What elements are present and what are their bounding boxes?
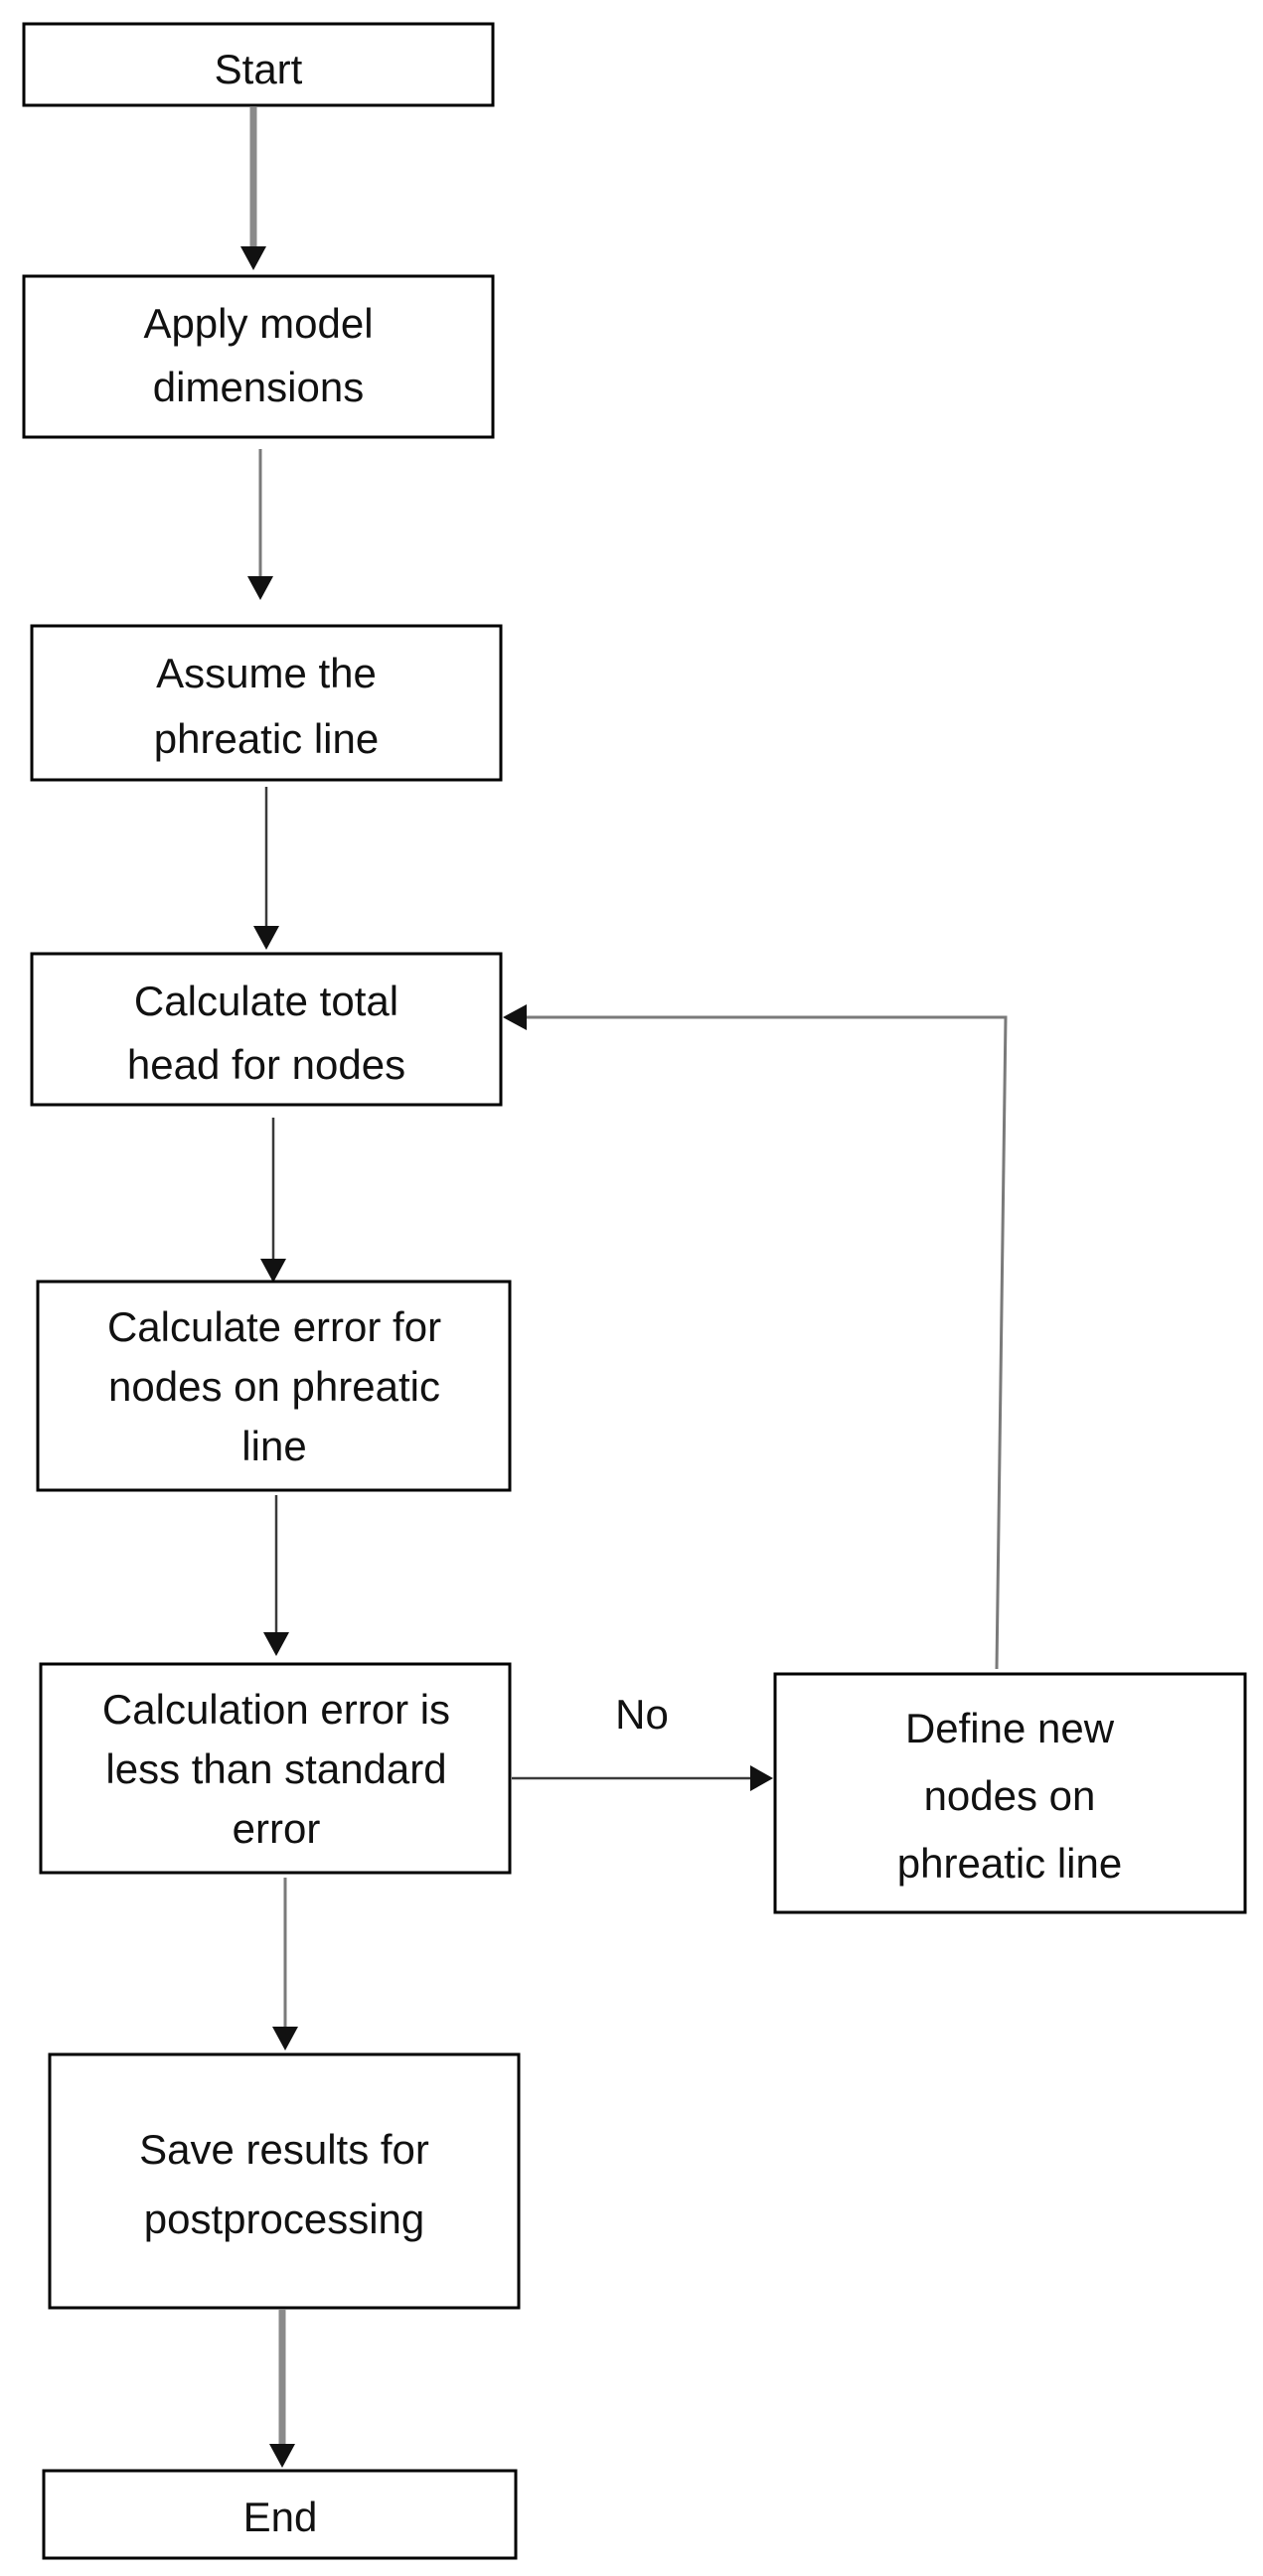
node-assume-phreatic-label-line1: Assume the [156, 650, 377, 696]
edge-label-no: No [615, 1691, 669, 1738]
edge-define-to-head-loop [527, 1015, 1008, 1670]
arrowhead-end [269, 2444, 295, 2468]
connectors [240, 107, 1008, 2468]
node-calc-head-label-line2: head for nodes [127, 1041, 405, 1088]
node-end: End [42, 2469, 518, 2560]
node-assume-phreatic: Assume the phreatic line [30, 624, 503, 782]
node-decision-label-line2: less than standard [105, 1745, 446, 1792]
node-calc-error-label-line1: Calculate error for [107, 1303, 441, 1350]
node-define-nodes-label-line1: Define new [905, 1705, 1115, 1751]
arrowhead-define [750, 1765, 773, 1791]
node-start: Start [22, 22, 495, 107]
arrowhead-apply [240, 246, 266, 270]
arrowhead-loop [503, 1004, 527, 1030]
node-apply-model: Apply model dimensions [22, 274, 495, 439]
node-decision-label-line3: error [233, 1805, 321, 1852]
node-apply-model-label-line1: Apply model [143, 300, 373, 347]
node-apply-model-label-line2: dimensions [153, 364, 364, 410]
node-assume-phreatic-label-line2: phreatic line [154, 715, 379, 762]
node-save-results-label-line1: Save results for [139, 2126, 429, 2173]
node-define-nodes-label-line3: phreatic line [897, 1840, 1122, 1887]
node-end-label: End [243, 2494, 318, 2540]
arrowhead-error [260, 1259, 286, 1283]
node-calc-error-label-line3: line [241, 1423, 306, 1469]
arrowhead-head [253, 926, 279, 950]
node-start-label: Start [215, 46, 303, 92]
node-end-box [42, 2469, 518, 2560]
node-decision: Calculation error is less than standard … [39, 1662, 512, 1875]
node-save-results: Save results for postprocessing [48, 2052, 521, 2310]
node-calc-head: Calculate total head for nodes [30, 952, 503, 1107]
node-calc-error-label-line2: nodes on phreatic [108, 1363, 440, 1410]
node-assume-phreatic-box [30, 624, 503, 782]
node-calc-error: Calculate error for nodes on phreatic li… [36, 1280, 512, 1492]
node-calc-error-box [36, 1280, 512, 1492]
node-decision-box [39, 1662, 512, 1875]
node-decision-label-line1: Calculation error is [102, 1686, 450, 1733]
node-apply-model-box [22, 274, 495, 439]
arrowhead-assume [247, 576, 273, 600]
node-start-box [22, 22, 495, 107]
node-calc-head-box [30, 952, 503, 1107]
node-define-nodes-label-line2: nodes on [924, 1772, 1096, 1819]
node-save-results-label-line2: postprocessing [144, 2196, 425, 2242]
arrowhead-save [272, 2027, 298, 2050]
node-save-results-box [48, 2052, 521, 2310]
node-define-nodes: Define new nodes on phreatic line [773, 1672, 1247, 1914]
node-calc-head-label-line1: Calculate total [134, 978, 398, 1024]
arrowhead-decision [263, 1632, 289, 1656]
node-define-nodes-box [773, 1672, 1247, 1914]
